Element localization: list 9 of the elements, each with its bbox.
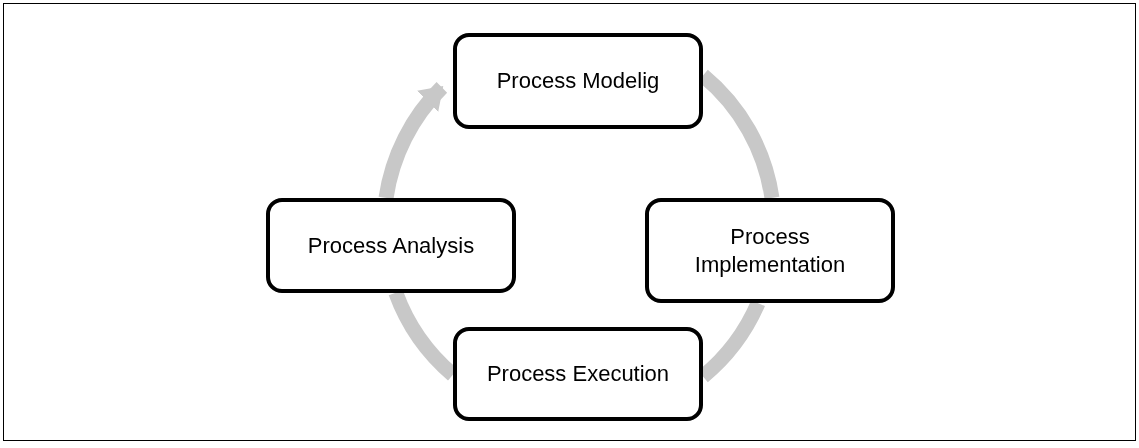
box-label: Process Analysis bbox=[307, 231, 475, 260]
cycle-arrow bbox=[378, 82, 448, 200]
process-box bbox=[645, 198, 895, 303]
process-box bbox=[266, 198, 516, 293]
box-label: Process Execution bbox=[486, 360, 670, 388]
process-box bbox=[453, 33, 703, 129]
box-label: Process Implementation bbox=[693, 223, 847, 278]
box-label: Process Modelig bbox=[496, 67, 660, 95]
process-box bbox=[453, 327, 703, 421]
